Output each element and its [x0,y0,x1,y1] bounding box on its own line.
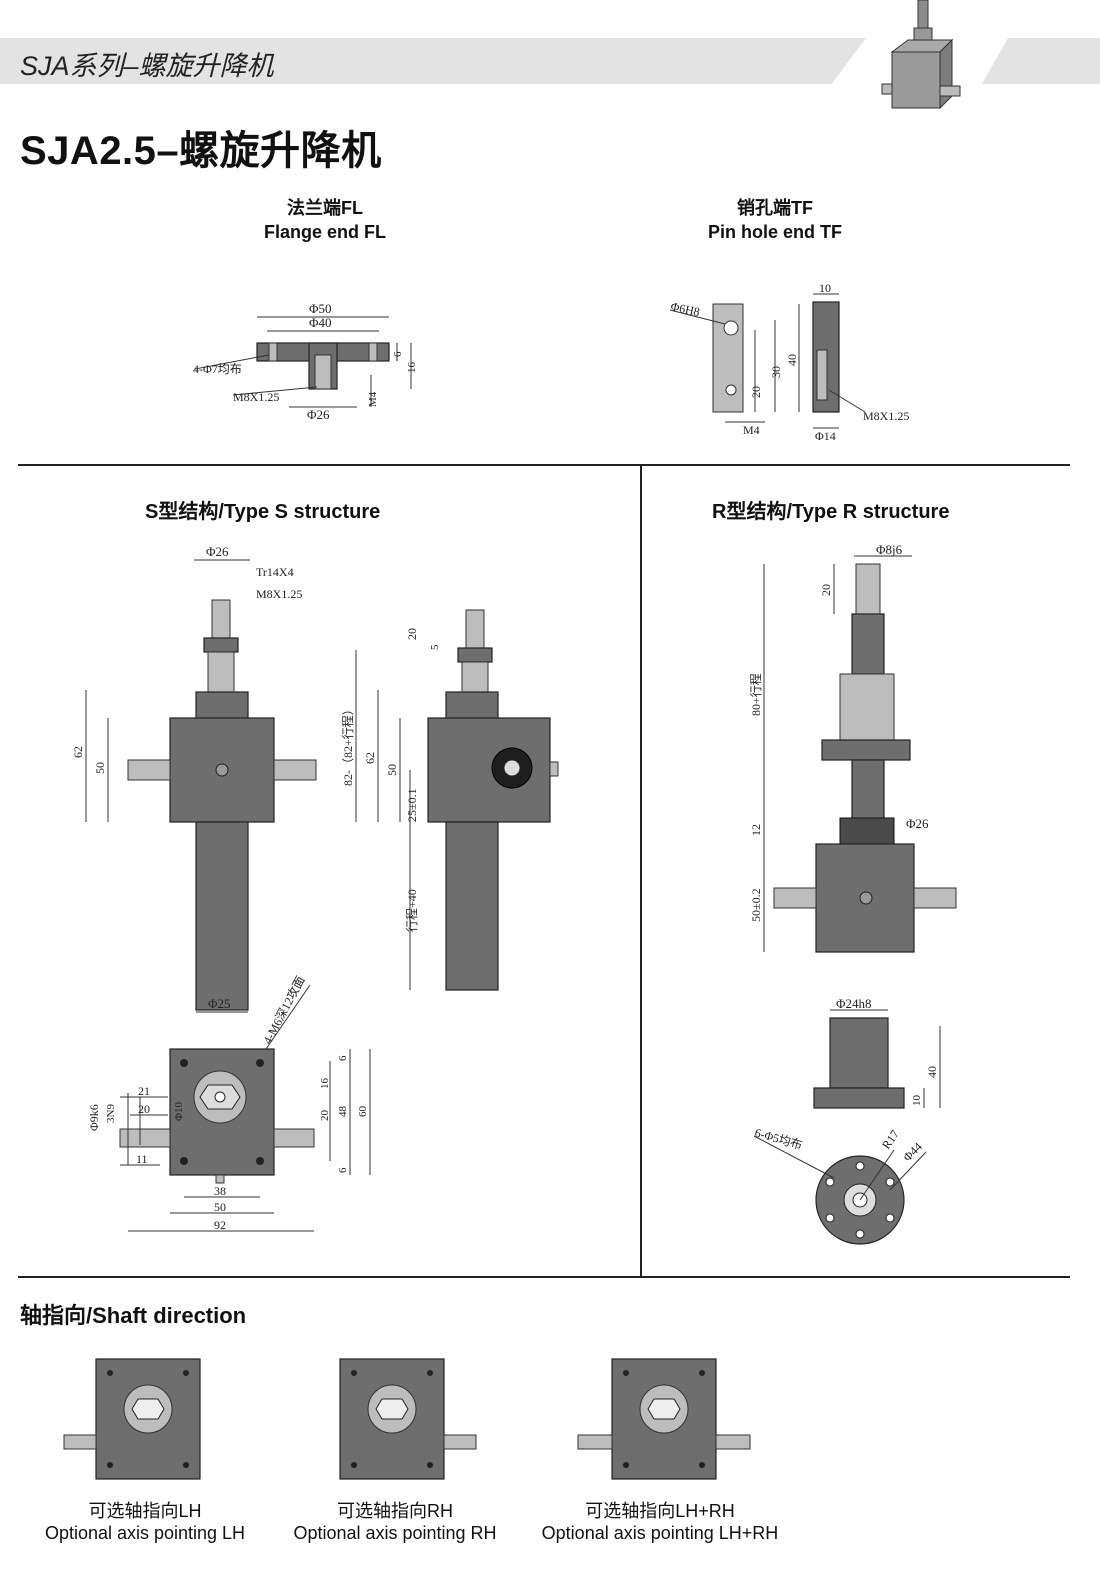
shaft-option-lh-cn: 可选轴指向LH [88,1501,202,1521]
pin-dim-h30: 30 [769,366,783,378]
s-dim-tr: Tr14X4 [256,565,294,579]
s-dim-d25: Φ25 [208,996,231,1011]
product-thumbnail [881,0,961,110]
s-dim-h5: 5 [429,644,441,650]
shaft-option-rh-cn: 可选轴指向RH [337,1501,453,1521]
s-dim-stroke: 82-（82+行程） [340,703,355,786]
flange-end-title-cn: 法兰端FL [287,198,363,218]
pin-dim-h40: 40 [785,354,799,366]
flange-dim-holes: 4-Φ7均布 [193,362,242,376]
s-dim-h20: 20 [405,628,419,640]
flange-dim-d50: Φ50 [309,301,332,316]
r-dim-h20: 20 [819,584,833,596]
type-s-title: S型结构/Type S structure [145,501,381,523]
pin-end-title: 销孔端TF Pin hole end TF [660,196,890,244]
shaft-option-rh-drawing [339,1358,477,1480]
pin-dim-d6h8: Φ6H8 [669,299,701,319]
shaft-option-rh-en: Optional axis pointing RH [293,1523,497,1543]
flange-dim-h6: 6 [392,351,404,357]
flange-end-title: 法兰端FL Flange end FL [210,196,440,244]
sb-dim-w38: 38 [214,1184,226,1198]
sb-dim-w21: 21 [138,1084,150,1098]
shaft-option-lhrh-drawing [577,1358,751,1480]
sb-dim-w92: 92 [214,1218,226,1232]
divider-vertical [640,465,642,1277]
pin-dim-d14: Φ14 [815,429,836,443]
pin-end-drawing: Φ6H8 20 30 40 10 M4 Φ14 M8X1.25 [669,281,909,443]
sb-dim-d9k6: Φ9k6 [87,1104,101,1131]
r-dim-h50: 50±0.2 [749,888,763,922]
sb-dim-holes: 4-M6深12攻面 [260,974,307,1047]
header-banner-right [982,38,1100,84]
r-dim-h12: 12 [749,824,763,836]
shaft-direction-title: 轴指向/Shaft direction [20,1303,247,1328]
r-dim-d8j6: Φ8j6 [876,542,903,557]
r-dim-d44: Φ44 [900,1140,925,1165]
sb-dim-d10: Φ10 [173,1101,185,1121]
sb-dim-w11: 11 [136,1152,148,1166]
sb-dim-w20: 20 [138,1102,150,1116]
series-title: SJA系列–螺旋升降机 [20,51,274,81]
s-dim-h50: 50 [93,762,107,774]
type-r-title: R型结构/Type R structure [712,501,950,523]
pin-dim-w10: 10 [819,281,831,295]
sb-dim-h6b: 6 [337,1167,349,1173]
s-dim-h50b: 50 [385,764,399,776]
r-dim-d24h8: Φ24h8 [836,996,872,1011]
type-s-bottom-drawing: 4-M6深12攻面 Φ9k6 3N9 Φ10 21 20 11 6 16 20 … [87,974,371,1232]
shaft-option-rh: 可选轴指向RH Optional axis pointing RH [270,1500,520,1544]
s-dim-h25: 25±0.1 [405,788,419,822]
sb-dim-h20: 20 [319,1110,331,1122]
flange-end-drawing: Φ50 Φ40 4-Φ7均布 M8X1.25 Φ26 M4 6 16 [193,301,418,422]
s-dim-thread: M8X1.25 [256,587,302,601]
r-dim-stroke: 80+行程 [748,673,763,716]
divider-bottom [18,1276,1070,1278]
pin-dim-m4: M4 [743,423,760,437]
shaft-option-lh-en: Optional axis pointing LH [44,1523,246,1543]
type-r-nut-drawing: Φ24h8 40 10 6-Φ5均布 R17 Φ44 [753,996,941,1245]
sb-dim-h60: 60 [357,1106,369,1118]
divider-top [18,464,1070,466]
r-dim-holes: 6-Φ5均布 [753,1125,804,1152]
page-title: SJA2.5–螺旋升降机 [20,129,382,173]
pin-dim-h20: 20 [749,386,763,398]
flange-end-title-en: Flange end FL [263,222,386,242]
flange-dim-thread: M8X1.25 [233,390,279,404]
s-dim-h62b: 62 [363,752,377,764]
shaft-option-lh: 可选轴指向LH Optional axis pointing LH [20,1500,270,1544]
shaft-option-lhrh: 可选轴指向LH+RH Optional axis pointing LH+RH [520,1500,800,1544]
sb-dim-w50: 50 [214,1200,226,1214]
header-banner [0,38,866,84]
sb-dim-h6a: 6 [337,1055,349,1061]
s-dim-d26: Φ26 [206,544,229,559]
shaft-option-lh-drawing [63,1358,201,1480]
sb-dim-h16: 16 [319,1078,331,1090]
r-dim-h40: 40 [925,1066,939,1078]
pin-end-title-cn: 销孔端TF [737,198,813,218]
sb-dim-h48: 48 [337,1106,349,1118]
s-dim-h62: 62 [71,746,85,758]
shaft-option-lhrh-en: Optional axis pointing LH+RH [541,1523,779,1543]
r-dim-d26: Φ26 [906,816,929,831]
shaft-option-lhrh-cn: 可选轴指向LH+RH [585,1501,735,1521]
pin-end-title-en: Pin hole end TF [708,222,842,242]
pin-dim-thread: M8X1.25 [863,409,909,423]
flange-dim-h16: 16 [406,362,418,374]
type-r-drawing: Φ8j6 20 80+行程 12 Φ26 50±0.2 [748,542,957,953]
r-dim-h10: 10 [911,1095,923,1107]
flange-dim-d26: Φ26 [307,407,330,422]
flange-dim-d40: Φ40 [309,315,332,330]
s-dim-travel: 行程+40 [404,889,419,932]
type-s-drawing: Φ26 Tr14X4 M8X1.25 62 50 Φ25 20 5 82-（82… [71,544,559,1013]
flange-dim-m4: M4 [367,391,379,407]
sb-dim-key: 3N9 [105,1104,117,1123]
r-dim-r17: R17 [879,1127,902,1151]
